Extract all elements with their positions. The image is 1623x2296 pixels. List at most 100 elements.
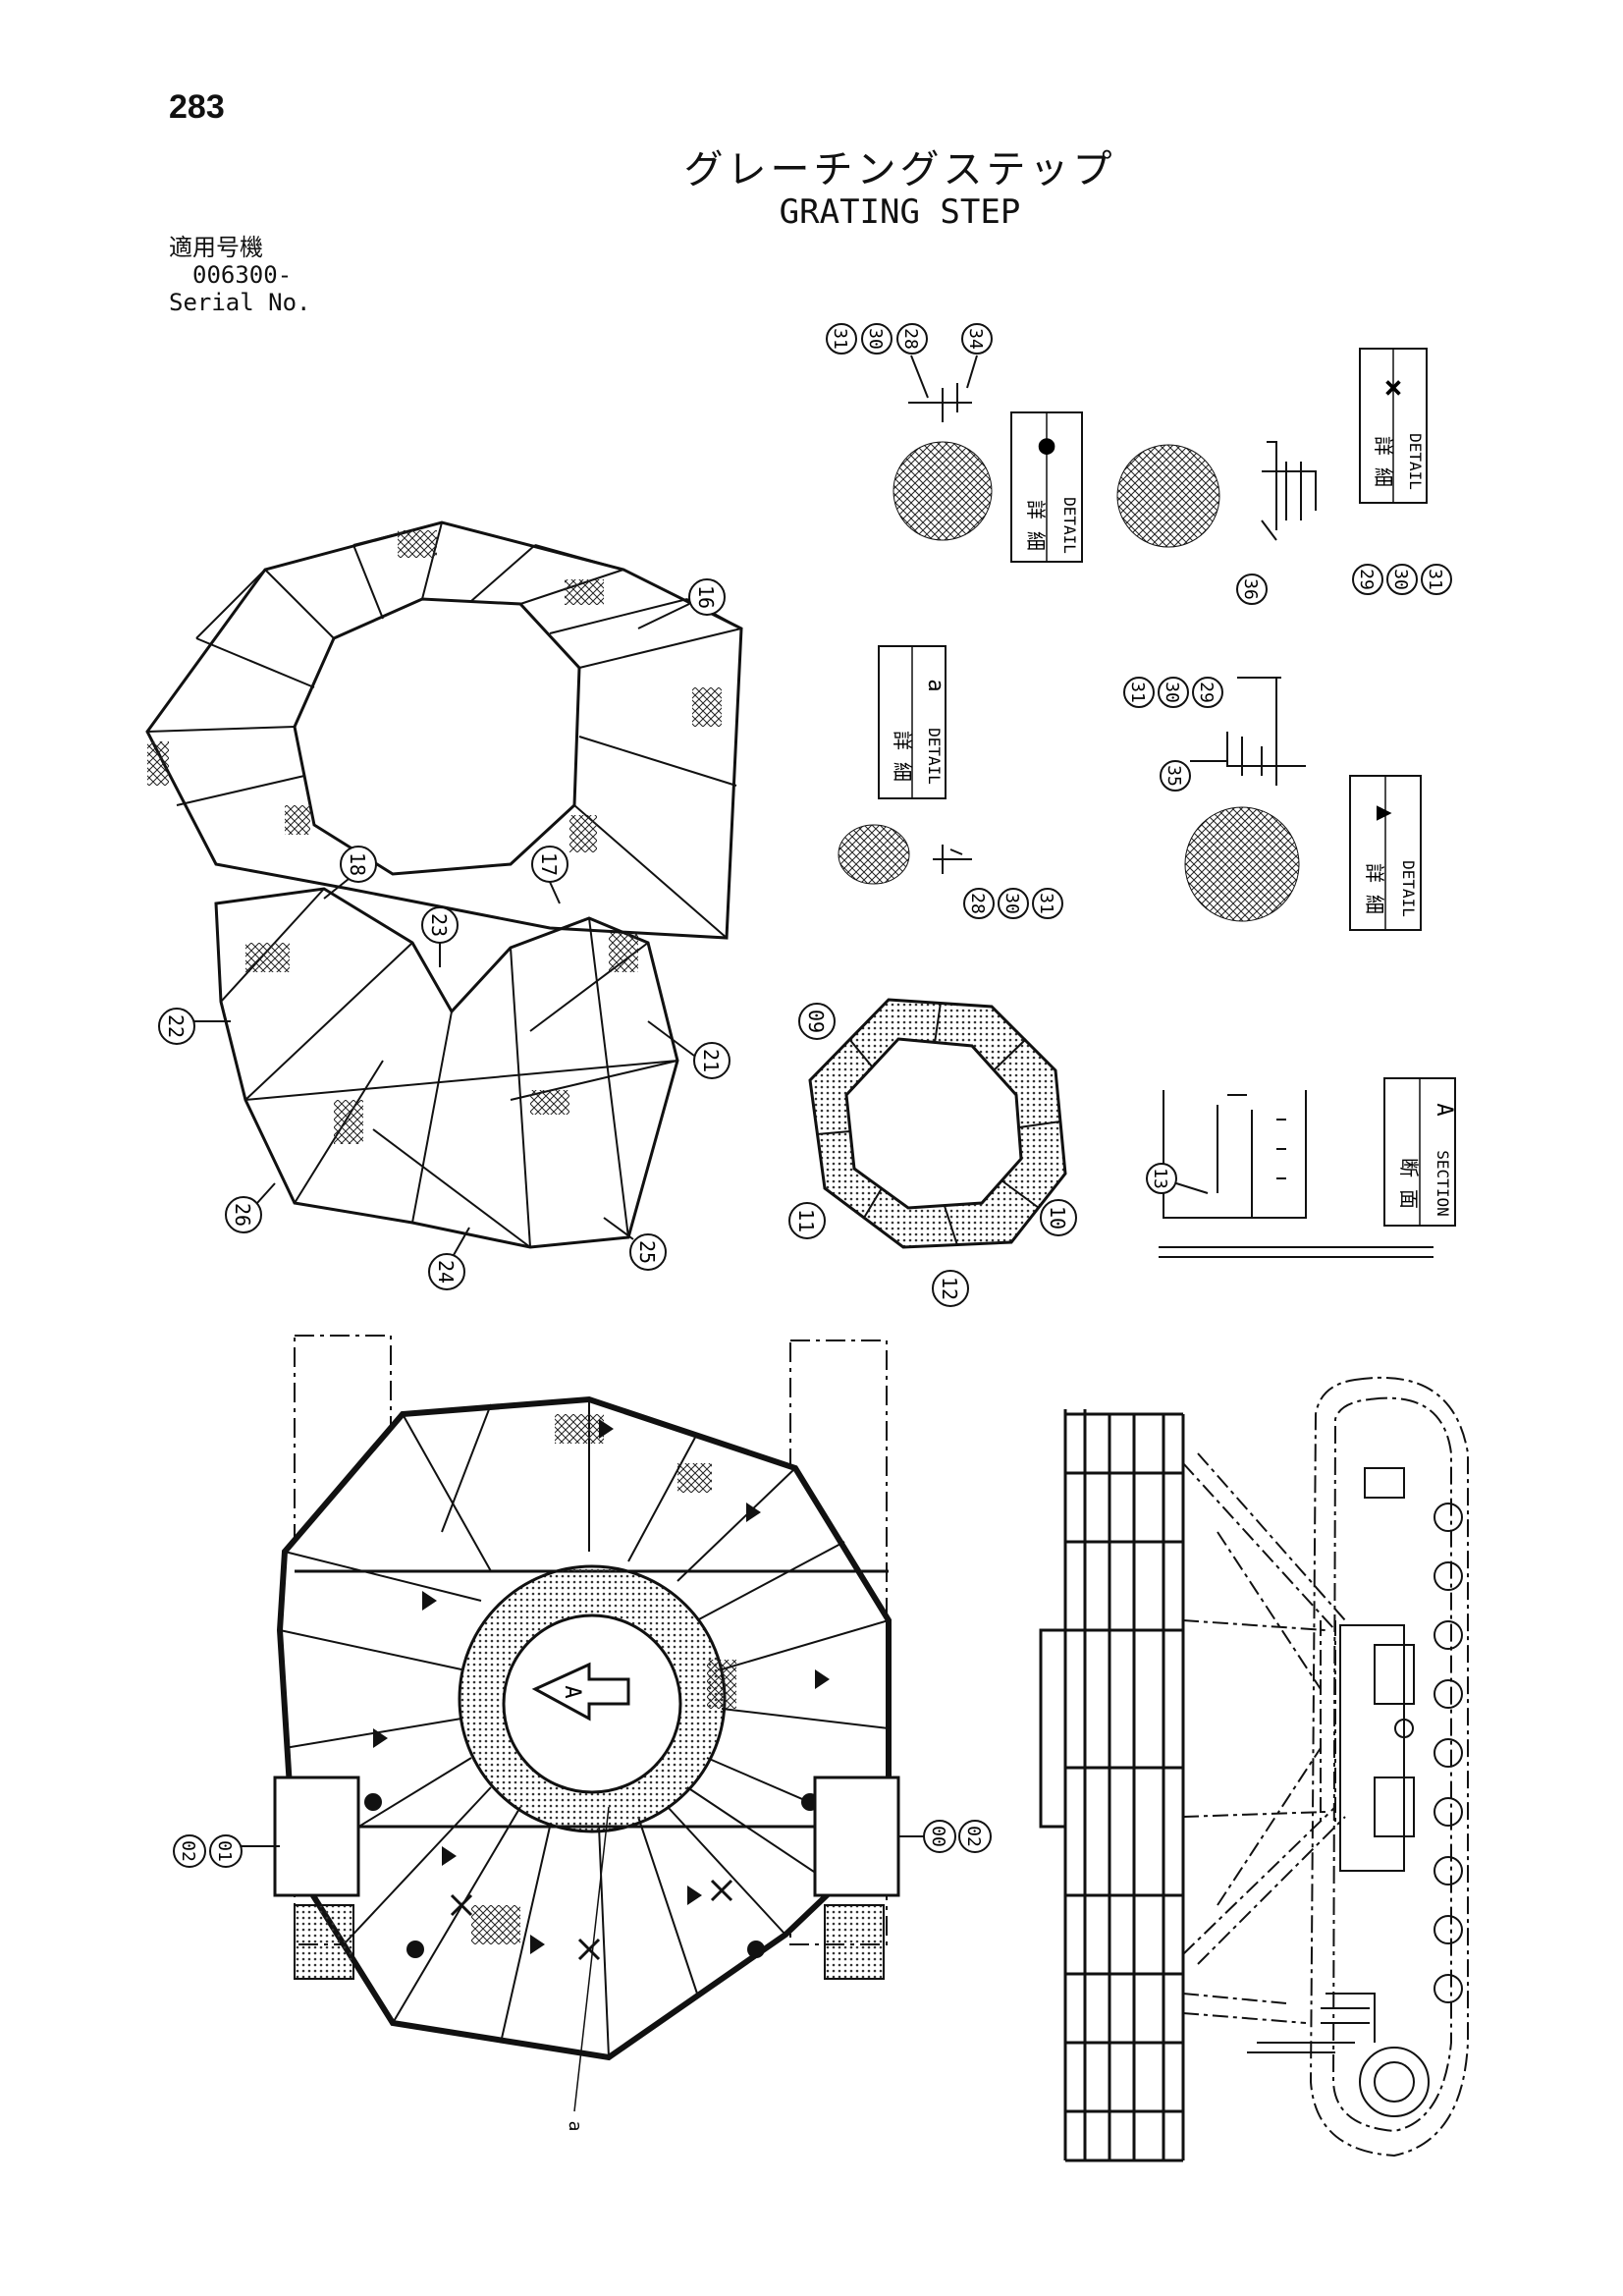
section-arrow-a bbox=[531, 1662, 630, 1722]
callout-11: 11 bbox=[788, 1202, 826, 1239]
callout-24-label: 24 bbox=[434, 1260, 458, 1284]
callout-02-right: 02 bbox=[958, 1820, 992, 1853]
ring-plate-inner bbox=[844, 1037, 1023, 1210]
section-a-group: 断 面 SECTION A 13 bbox=[1146, 1077, 1456, 1258]
svg-text:30: 30 bbox=[865, 328, 886, 350]
svg-text:DETAIL: DETAIL bbox=[925, 728, 944, 785]
callout-36: 36 bbox=[1236, 574, 1268, 605]
callout-21-label: 21 bbox=[699, 1049, 723, 1072]
callout-18-label: 18 bbox=[346, 852, 369, 876]
plan-x-markers bbox=[450, 1879, 733, 1961]
exploded-grating-lower bbox=[214, 887, 679, 1249]
callout-31-c: 31 bbox=[1032, 888, 1063, 919]
detail-triangle-bracket bbox=[1190, 677, 1306, 786]
svg-text:35: 35 bbox=[1163, 765, 1184, 787]
callout-10: 10 bbox=[1040, 1199, 1077, 1236]
detail-triangle-mesh bbox=[1184, 806, 1300, 922]
serial-label-en: Serial No. bbox=[169, 289, 311, 316]
svg-text:01: 01 bbox=[214, 1840, 235, 1862]
svg-text:a: a bbox=[923, 679, 947, 691]
callout-23-label: 23 bbox=[427, 913, 451, 937]
callout-16-label: 16 bbox=[694, 585, 718, 609]
svg-text:SECTION: SECTION bbox=[1434, 1150, 1452, 1216]
callout-34: 34 bbox=[961, 323, 993, 355]
svg-text:31: 31 bbox=[1036, 893, 1056, 914]
detail-dot-mesh bbox=[893, 441, 993, 541]
callout-10-label: 10 bbox=[1046, 1206, 1069, 1230]
svg-text:02: 02 bbox=[178, 1840, 198, 1862]
callout-11-label: 11 bbox=[794, 1209, 818, 1232]
detail-triangle-group: 31 30 29 35 詳 細 DETAIL ▲ bbox=[1123, 677, 1422, 931]
callout-29-b: 29 bbox=[1352, 564, 1383, 595]
detail-a-mesh bbox=[838, 824, 910, 885]
callout-18: 18 bbox=[323, 846, 377, 900]
callout-35: 35 bbox=[1160, 760, 1191, 792]
callout-31-d: 31 bbox=[1123, 677, 1155, 708]
callout-02-left: 02 bbox=[173, 1834, 206, 1868]
detail-x-group: 詳 細 DETAIL × 36 29 30 31 bbox=[1116, 348, 1452, 605]
svg-text:▲: ▲ bbox=[1371, 805, 1400, 821]
track-rollers bbox=[1359, 1503, 1463, 2117]
callout-29-d: 29 bbox=[1192, 677, 1223, 708]
callout-00-right: 00 bbox=[898, 1820, 956, 1853]
svg-text:DETAIL: DETAIL bbox=[1399, 860, 1418, 917]
page-title-english: GRATING STEP bbox=[779, 192, 1021, 232]
svg-text:36: 36 bbox=[1240, 578, 1261, 600]
section-arrow-label: A bbox=[560, 1685, 584, 1698]
callout-25: 25 bbox=[603, 1217, 667, 1271]
callout-12-label: 12 bbox=[938, 1277, 961, 1300]
callout-30-c: 30 bbox=[998, 888, 1029, 919]
callout-23: 23 bbox=[421, 906, 459, 967]
svg-text:DETAIL: DETAIL bbox=[1060, 497, 1079, 554]
svg-text:29: 29 bbox=[1356, 569, 1377, 590]
svg-text:28: 28 bbox=[967, 893, 988, 914]
callout-09: 09 bbox=[798, 1003, 836, 1040]
assembled-plan-view: A a 02 01 00 02 bbox=[173, 1335, 992, 2131]
page-title-japanese: グレーチングステップ bbox=[683, 147, 1116, 192]
detail-x-mesh bbox=[1116, 444, 1220, 548]
svg-text:×: × bbox=[1383, 368, 1402, 406]
detail-x-bracket bbox=[1261, 441, 1317, 541]
page-number: 283 bbox=[169, 88, 225, 126]
callout-17: 17 bbox=[531, 846, 568, 904]
svg-text:詳 細: 詳 細 bbox=[1363, 863, 1386, 914]
serial-value: 006300- bbox=[192, 261, 293, 289]
right-side-plate bbox=[813, 1776, 900, 1980]
crawler-track bbox=[1309, 1376, 1469, 2158]
callout-22-label: 22 bbox=[164, 1014, 188, 1038]
svg-text:28: 28 bbox=[900, 328, 921, 350]
svg-text:30: 30 bbox=[1162, 682, 1182, 703]
callout-30-d: 30 bbox=[1158, 677, 1189, 708]
svg-text:00: 00 bbox=[928, 1826, 948, 1847]
svg-text:02: 02 bbox=[963, 1826, 984, 1847]
detail-dot-group: 31 30 28 34 詳 細 DETAIL ● bbox=[826, 323, 1083, 563]
exploded-grating-ring bbox=[145, 520, 743, 940]
callout-28-c: 28 bbox=[963, 888, 995, 919]
ring-inner-hole bbox=[293, 597, 581, 876]
svg-text:詳 細: 詳 細 bbox=[891, 731, 914, 782]
callout-31-b: 31 bbox=[1421, 564, 1452, 595]
detail-a-group: 詳 細 DETAIL a 28 30 31 bbox=[838, 645, 1063, 919]
detail-a-clip bbox=[933, 845, 972, 874]
callout-24: 24 bbox=[428, 1227, 470, 1290]
callout-30-b: 30 bbox=[1386, 564, 1418, 595]
svg-text:31: 31 bbox=[1425, 569, 1445, 590]
plan-triangle-markers bbox=[373, 1419, 830, 1954]
side-elevation-view bbox=[1039, 1376, 1469, 2162]
support-struts bbox=[1182, 1452, 1346, 2024]
car-body bbox=[1339, 1467, 1415, 1872]
serial-label-jp: 適用号機 bbox=[169, 234, 263, 261]
svg-text:30: 30 bbox=[1001, 893, 1022, 914]
callout-13: 13 bbox=[1146, 1163, 1209, 1194]
callout-28-a: 28 bbox=[896, 323, 928, 355]
callout-17-label: 17 bbox=[537, 852, 561, 876]
callout-25-label: 25 bbox=[635, 1240, 659, 1264]
svg-text:詳 細: 詳 細 bbox=[1372, 436, 1395, 487]
detail-dot-bracket bbox=[908, 355, 978, 422]
callout-26: 26 bbox=[225, 1182, 276, 1233]
svg-text:A: A bbox=[1432, 1103, 1456, 1116]
svg-text:詳 細: 詳 細 bbox=[1024, 500, 1048, 551]
svg-text:断 面: 断 面 bbox=[1397, 1158, 1421, 1209]
